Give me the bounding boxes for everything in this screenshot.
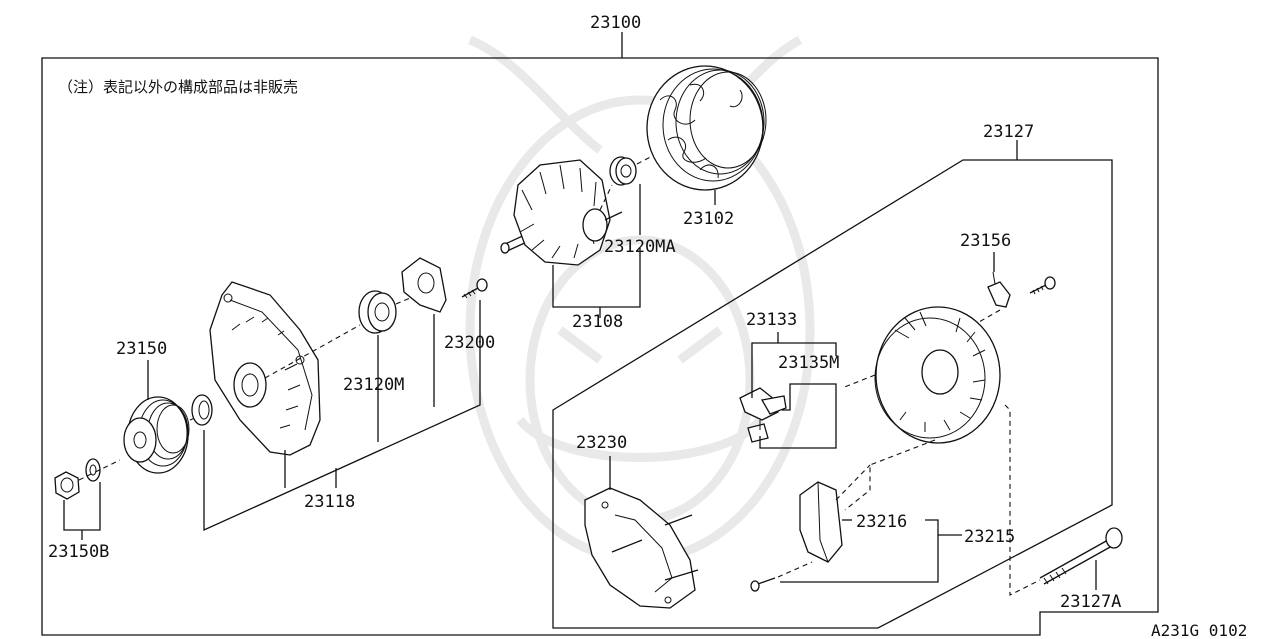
front-bearing <box>358 290 397 334</box>
front-housing <box>209 281 321 456</box>
through-bolt <box>1039 527 1123 585</box>
rear-bearing <box>609 156 637 186</box>
label-23127: 23127 <box>983 122 1034 142</box>
label-23156: 23156 <box>960 231 1011 251</box>
rotor <box>500 159 623 266</box>
label-23216: 23216 <box>856 512 907 532</box>
brush-holder <box>799 464 871 563</box>
assembly-frame <box>41 57 1159 636</box>
rear-cover <box>874 306 1001 444</box>
kit-frame <box>552 159 1113 629</box>
drawing-code: A231G 0102 <box>1151 621 1247 639</box>
label-23135M: 23135M <box>778 353 839 373</box>
stator <box>646 65 767 191</box>
insulator-plate <box>584 487 699 609</box>
label-23133: 23133 <box>746 310 797 330</box>
label-23118: 23118 <box>304 492 355 512</box>
nut <box>54 471 80 500</box>
label-23150B: 23150B <box>48 542 109 562</box>
non-sale-note: （注）表記以外の構成部品は非販売 <box>58 78 298 96</box>
label-23102: 23102 <box>683 209 734 229</box>
brush-screw <box>750 561 813 592</box>
spacer-ring <box>191 394 213 426</box>
screw <box>461 278 488 299</box>
label-23120M: 23120M <box>343 375 404 395</box>
label-23100: 23100 <box>590 13 641 33</box>
pulley <box>123 396 190 474</box>
label-23127A: 23127A <box>1060 592 1121 612</box>
retainer-plate <box>401 257 447 313</box>
terminal-connector <box>987 271 1011 308</box>
washer <box>85 458 101 482</box>
label-23120MA: 23120MA <box>604 237 676 257</box>
label-23108: 23108 <box>572 312 623 332</box>
terminal-bolt <box>1029 276 1056 295</box>
label-23230: 23230 <box>576 433 627 453</box>
label-23215: 23215 <box>964 527 1015 547</box>
regulator <box>739 387 787 443</box>
label-23200: 23200 <box>444 333 495 353</box>
label-23150: 23150 <box>116 339 167 359</box>
